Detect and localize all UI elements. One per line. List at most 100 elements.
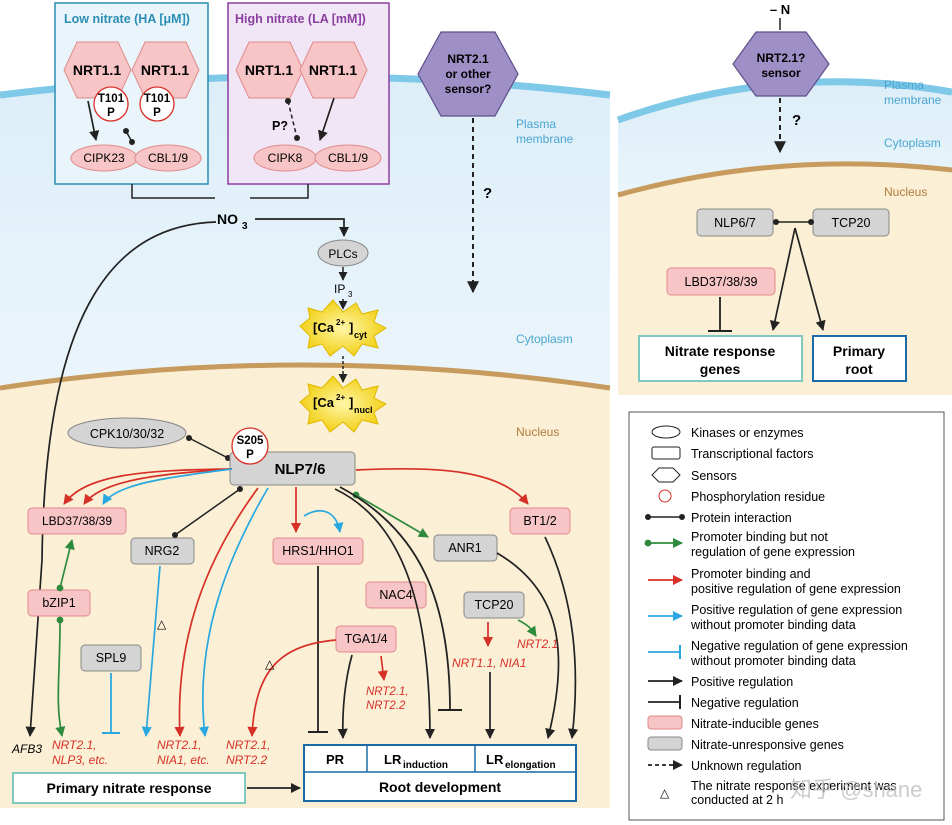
- nrt11-label-2: NRT1.1: [141, 62, 189, 78]
- ca-cytosolic-burst: [299, 299, 387, 357]
- no3-signaling: NO 3 PLCs IP 3 [Ca 2+ ] cyt [Ca 2+ ] nuc…: [25, 184, 387, 738]
- nrg2-tf: [130, 537, 195, 565]
- svg-text:NRT1.1: NRT1.1: [309, 62, 357, 78]
- svg-text:LBD37/38/39: LBD37/38/39: [685, 275, 758, 289]
- svg-text:Nitrate-unresponsive genes: Nitrate-unresponsive genes: [691, 738, 844, 752]
- svg-text:NAC4: NAC4: [379, 588, 412, 602]
- svg-text:Plasma: Plasma: [884, 78, 924, 92]
- svg-text:PR: PR: [326, 752, 345, 767]
- svg-text:Nitrate response: Nitrate response: [665, 343, 776, 359]
- svg-text:[Ca: [Ca: [313, 320, 335, 335]
- svg-text:2+: 2+: [336, 393, 345, 402]
- cbl19-kinase: [134, 144, 202, 172]
- high-nitrate-title: High nitrate (LA [mM]): [235, 12, 366, 26]
- nucleus-label: Nucleus: [516, 425, 559, 439]
- svg-text:NO: NO: [217, 211, 238, 227]
- svg-text:NRT2.1,: NRT2.1,: [226, 738, 270, 752]
- svg-text:induction: induction: [403, 760, 448, 771]
- svg-text:root: root: [845, 361, 873, 377]
- tga14-tf: [335, 625, 397, 653]
- phospho-residue-t101-1: [93, 86, 129, 122]
- high-nitrate-panel: High nitrate (LA [mM]) NRT1.1 NRT1.1 P? …: [227, 2, 390, 185]
- svg-text:?: ?: [483, 185, 492, 202]
- svg-text:CIPK8: CIPK8: [268, 151, 303, 165]
- watermark: 知乎 @shane: [790, 777, 922, 802]
- svg-text:Promoter binding but not: Promoter binding but not: [691, 530, 828, 544]
- svg-text:Primary nitrate response: Primary nitrate response: [47, 780, 212, 796]
- lbd-r-tf: [666, 267, 776, 296]
- svg-text:NLP6/7: NLP6/7: [714, 216, 756, 230]
- svg-text:NRT2.1,: NRT2.1,: [366, 686, 409, 698]
- nrt11-hexagon-4: [299, 41, 368, 99]
- svg-text:Unknown regulation: Unknown regulation: [691, 759, 802, 773]
- plasma-membrane-label-1: Plasma: [516, 117, 556, 131]
- svg-text:elongation: elongation: [505, 760, 556, 771]
- svg-text:PLCs: PLCs: [328, 247, 357, 261]
- svg-text:△: △: [660, 786, 670, 800]
- ca-nuclear-burst: [299, 375, 387, 433]
- svg-text:CPK10/30/32: CPK10/30/32: [90, 427, 164, 441]
- svg-text:NRT2.2: NRT2.2: [366, 700, 406, 712]
- svg-text:CIPK23: CIPK23: [83, 151, 125, 165]
- bt12-tf: [509, 507, 571, 535]
- lbd-tf: [27, 507, 127, 535]
- svg-text:regulation of gene expression: regulation of gene expression: [691, 545, 855, 559]
- svg-text:Primary: Primary: [833, 343, 885, 359]
- svg-text:bZIP1: bZIP1: [42, 596, 75, 610]
- nitrate-response-genes-box: [638, 335, 803, 382]
- svg-text:3: 3: [242, 221, 248, 232]
- svg-text:Positive regulation of gene ex: Positive regulation of gene expression: [691, 603, 902, 617]
- svg-text:P: P: [153, 107, 161, 119]
- legend-tf-symbol: [651, 446, 681, 460]
- svg-text:2+: 2+: [336, 318, 345, 327]
- low-nitrate-panel: Low nitrate (HA [μM]) NRT1.1 NRT1.1 T101…: [54, 2, 209, 185]
- right-panel: – N NRT2.1? sensor ? Plasma membrane Cyt…: [616, 2, 952, 395]
- cpk-kinase: [67, 417, 187, 449]
- svg-text:Nucleus: Nucleus: [884, 185, 927, 199]
- svg-text:without promoter binding data: without promoter binding data: [690, 618, 856, 632]
- root-development-box: PR LR induction LR elongation Root devel…: [303, 744, 577, 802]
- svg-text:Transcriptional factors: Transcriptional factors: [691, 447, 814, 461]
- primary-root-box: [812, 335, 907, 382]
- svg-text:]: ]: [349, 320, 353, 335]
- hrs1-tf: [272, 537, 364, 565]
- svg-text:Promoter binding and: Promoter binding and: [691, 567, 811, 581]
- svg-text:TCP20: TCP20: [475, 598, 514, 612]
- legend: Kinases or enzymes Transcriptional facto…: [628, 411, 945, 821]
- nrt21q-sensor: [732, 31, 830, 97]
- svg-text:sensor?: sensor?: [445, 82, 492, 96]
- nrt11-hexagon-2: [131, 41, 200, 99]
- svg-text:NRT2.1,: NRT2.1,: [157, 738, 201, 752]
- nrt11-label-1: NRT1.1: [73, 62, 121, 78]
- afb3-gene: AFB3: [11, 742, 42, 756]
- svg-text:Positive regulation: Positive regulation: [691, 675, 793, 689]
- svg-text:sensor: sensor: [761, 66, 801, 80]
- svg-text:or other: or other: [445, 67, 491, 81]
- svg-text:]: ]: [349, 395, 353, 410]
- svg-text:nucl: nucl: [354, 405, 373, 415]
- spl9-tf: [80, 644, 142, 672]
- svg-text:conducted at 2 h: conducted at 2 h: [691, 793, 783, 807]
- svg-text:NRT2.1: NRT2.1: [447, 52, 489, 66]
- svg-text:P: P: [107, 107, 115, 119]
- svg-text:HRS1/HHO1: HRS1/HHO1: [282, 544, 354, 558]
- svg-text:NRT1.1: NRT1.1: [245, 62, 293, 78]
- svg-text:NRG2: NRG2: [145, 544, 180, 558]
- legend-sensor-symbol: [651, 467, 681, 483]
- minus-n-label: – N: [770, 2, 790, 17]
- svg-text:TGA1/4: TGA1/4: [344, 632, 387, 646]
- svg-text:without promoter binding data: without promoter binding data: [690, 654, 856, 668]
- anr1-tf: [433, 534, 498, 562]
- svg-text:CBL1/9: CBL1/9: [148, 151, 188, 165]
- svg-text:T101: T101: [98, 93, 125, 105]
- svg-text:Cytoplasm: Cytoplasm: [884, 136, 941, 150]
- cbl19-kinase-2: [314, 144, 382, 172]
- svg-text:ANR1: ANR1: [448, 541, 481, 555]
- svg-text:P?: P?: [272, 119, 288, 133]
- cytoplasm-label: Cytoplasm: [516, 332, 573, 346]
- svg-text:S205: S205: [237, 435, 264, 447]
- svg-text:[Ca: [Ca: [313, 395, 335, 410]
- svg-text:Negative regulation: Negative regulation: [691, 696, 799, 710]
- svg-text:Phosphorylation residue: Phosphorylation residue: [691, 490, 825, 504]
